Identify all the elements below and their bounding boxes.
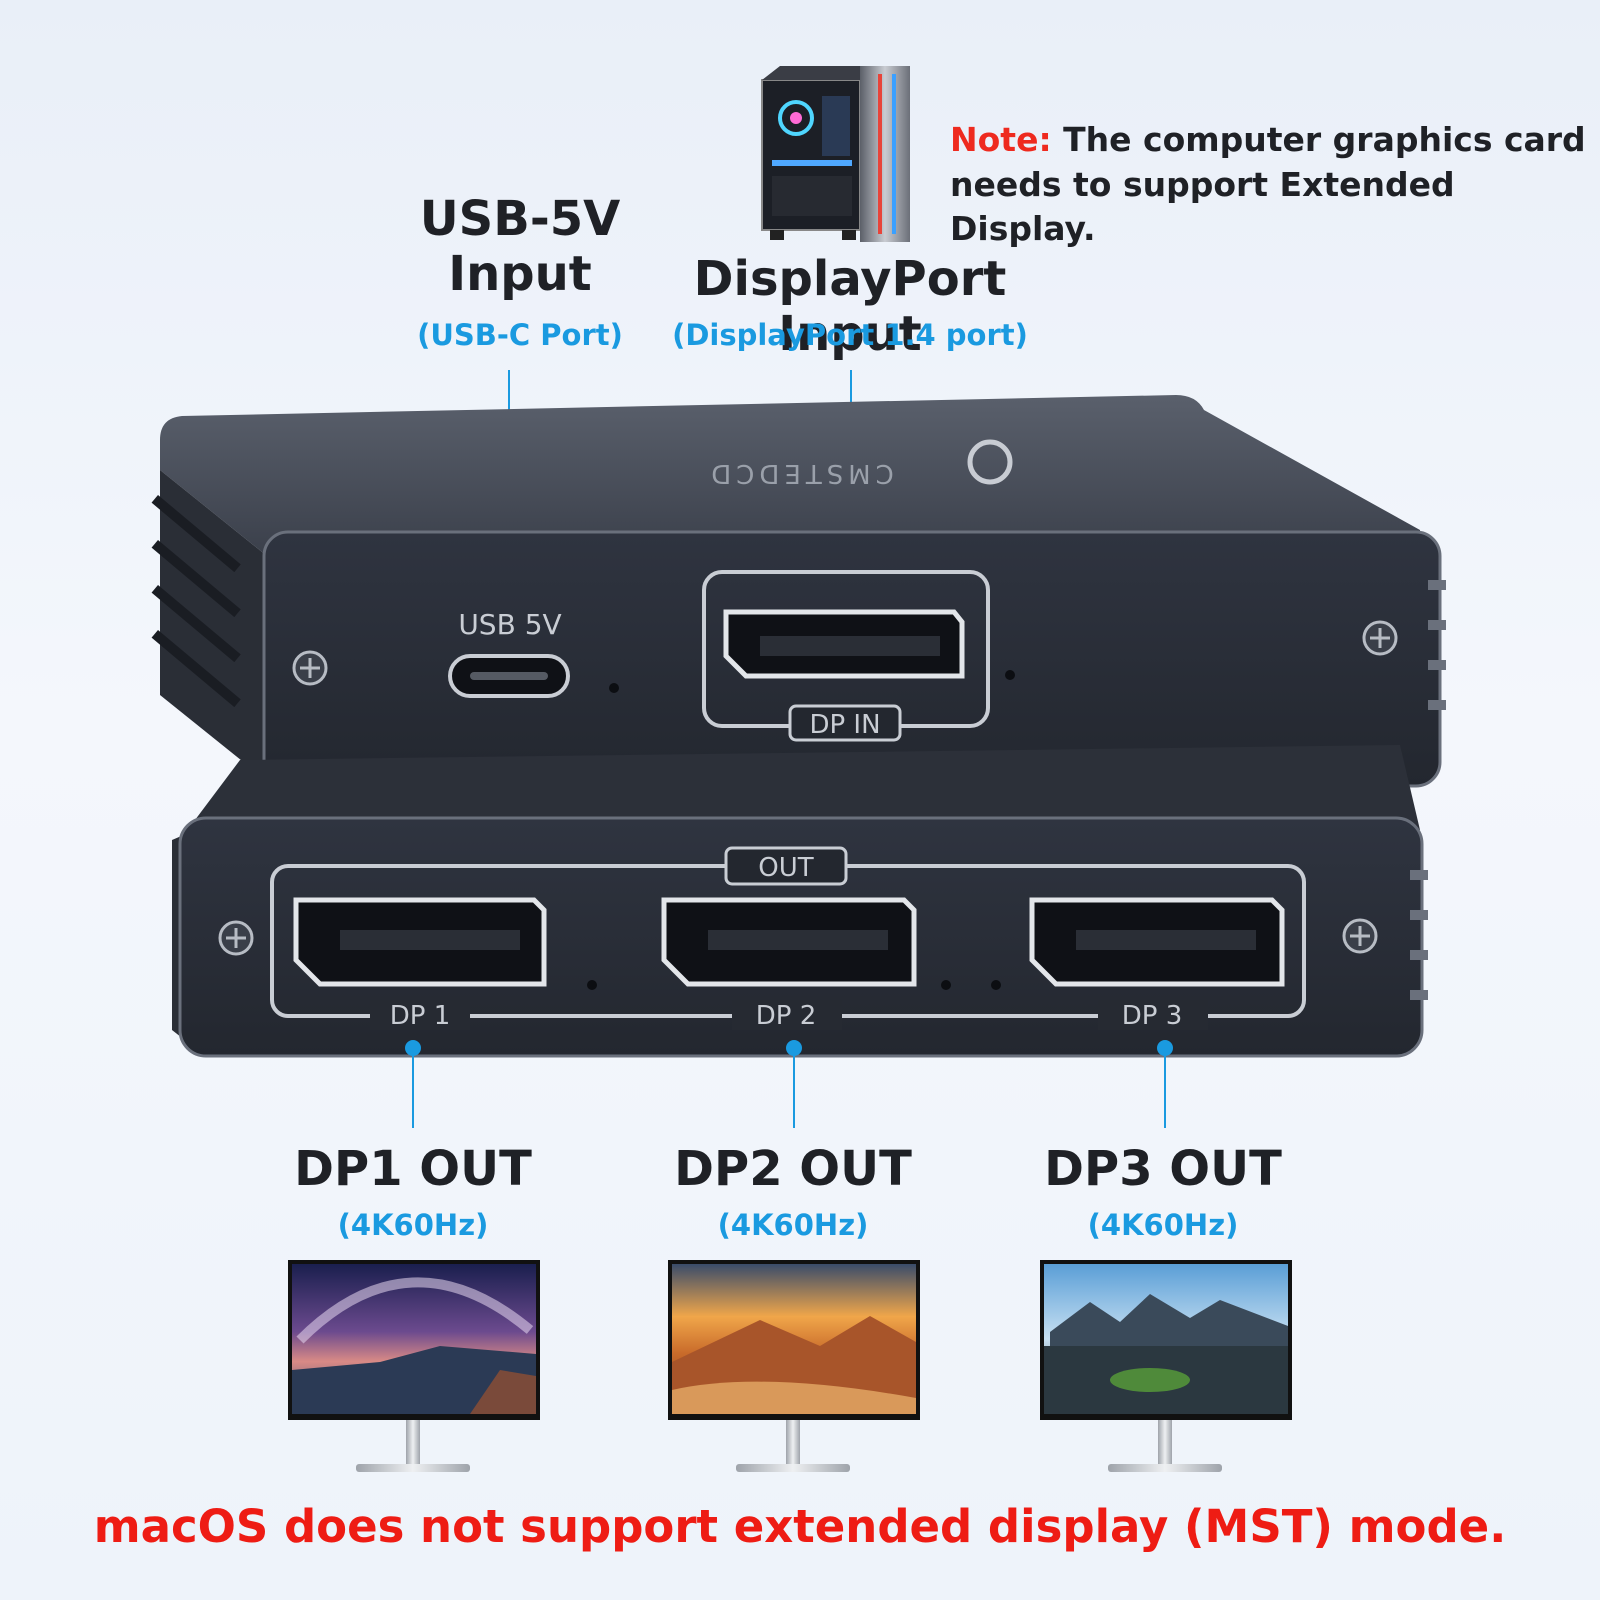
dp1-port-label: DP 1 — [390, 1001, 451, 1031]
pc-tower-image — [761, 66, 910, 242]
dp3-port — [1029, 897, 1285, 987]
lower-unit: OUT DP 1 DP 2 DP 3 — [172, 745, 1428, 1058]
dp1-out-title: DP1 OUT — [294, 1141, 532, 1197]
usb-input-title-line1: USB-5V — [419, 191, 621, 247]
mst-hub-device: CMSTEDCD USB 5V DP IN — [151, 395, 1446, 1058]
dp2-leader-line — [793, 1052, 795, 1128]
dp3-leader-dot — [1157, 1040, 1173, 1056]
monitors — [288, 1260, 1292, 1472]
dp1-leader-dot — [405, 1040, 421, 1056]
note-prefix: Note: — [950, 120, 1052, 159]
out-label: OUT — [758, 853, 813, 883]
usb-input-title: USB-5V Input — [380, 191, 660, 303]
monitor-2 — [668, 1260, 920, 1472]
screw-icon — [218, 918, 1378, 956]
macos-warning: macOS does not support extended display … — [93, 1500, 1507, 1553]
brand-logo-text: CMSTEDCD — [706, 458, 894, 488]
monitor-1 — [288, 1260, 540, 1472]
dp3-port-label: DP 3 — [1122, 1001, 1183, 1031]
dp-in-label: DP IN — [809, 710, 880, 740]
dp1-port — [293, 897, 547, 987]
brand-logo-icon — [967, 439, 1013, 485]
monitor-3 — [1040, 1260, 1292, 1472]
dp-input-title: DisplayPort Input — [693, 251, 1007, 363]
note-text: The computer graphics card needs to supp… — [950, 120, 1586, 249]
dp2-out-subtitle: (4K60Hz) — [717, 1208, 869, 1242]
dp2-port-label: DP 2 — [756, 1001, 817, 1031]
dp1-leader-line — [412, 1052, 414, 1128]
dp1-out-subtitle: (4K60Hz) — [337, 1208, 489, 1242]
dp2-port — [661, 897, 917, 987]
screw-icon — [292, 620, 1398, 686]
usb-input-subtitle: (USB-C Port) — [417, 318, 623, 352]
dp2-leader-dot — [786, 1040, 802, 1056]
compatibility-note: Note: The computer graphics card needs t… — [950, 118, 1590, 252]
usb-port-label: USB 5V — [458, 608, 561, 641]
usb-input-title-line2: Input — [448, 246, 592, 303]
dp3-leader-line — [1164, 1052, 1166, 1128]
dp-input-subtitle: (DisplayPort 1.4 port) — [672, 318, 1028, 352]
dp2-out-title: DP2 OUT — [674, 1141, 912, 1197]
upper-unit: CMSTEDCD USB 5V DP IN — [151, 395, 1446, 788]
dp3-out-title: DP3 OUT — [1044, 1141, 1282, 1197]
dp3-out-subtitle: (4K60Hz) — [1087, 1208, 1239, 1242]
